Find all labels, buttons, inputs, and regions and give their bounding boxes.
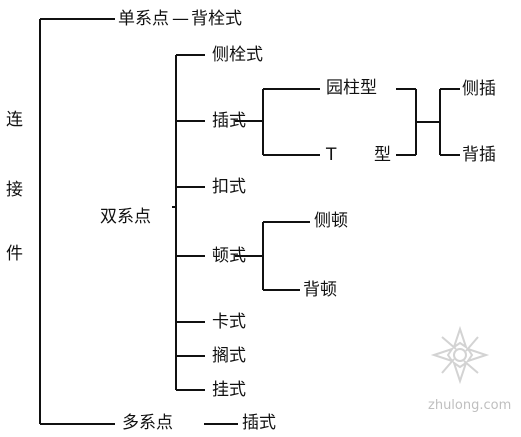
single-point-dash: — [172, 9, 189, 29]
watermark-text: zhulong.com [428, 398, 512, 413]
root-char-3: 件 [6, 244, 23, 264]
t-type-letter: T [326, 145, 337, 165]
double-point-label: 双系点 [100, 207, 151, 227]
round-column-label: 园柱型 [326, 78, 377, 98]
root-char-2: 接 [6, 180, 23, 200]
side-bolt-label: 侧栓式 [212, 45, 263, 65]
card-label: 卡式 [212, 312, 246, 332]
multi-insert-label: 插式 [242, 413, 276, 433]
buckle-label: 扣式 [212, 177, 246, 197]
rest-label: 搁式 [212, 346, 246, 366]
multi-point-label: 多系点 [122, 413, 173, 433]
watermark-logo-icon [430, 325, 490, 385]
root-char-1: 连 [6, 110, 23, 130]
back-bolt-label: 背栓式 [191, 9, 242, 29]
hang-label: 挂式 [212, 380, 246, 400]
t-type-suffix: 型 [374, 145, 391, 165]
stop-label: 顿式 [212, 246, 246, 266]
side-stop-label: 侧顿 [314, 211, 348, 231]
single-point-label: 单系点 [118, 9, 169, 29]
insert-label: 插式 [212, 111, 246, 131]
back-stop-label: 背顿 [303, 280, 337, 300]
side-insert-label: 侧插 [462, 79, 496, 99]
back-insert-label: 背插 [462, 145, 496, 165]
